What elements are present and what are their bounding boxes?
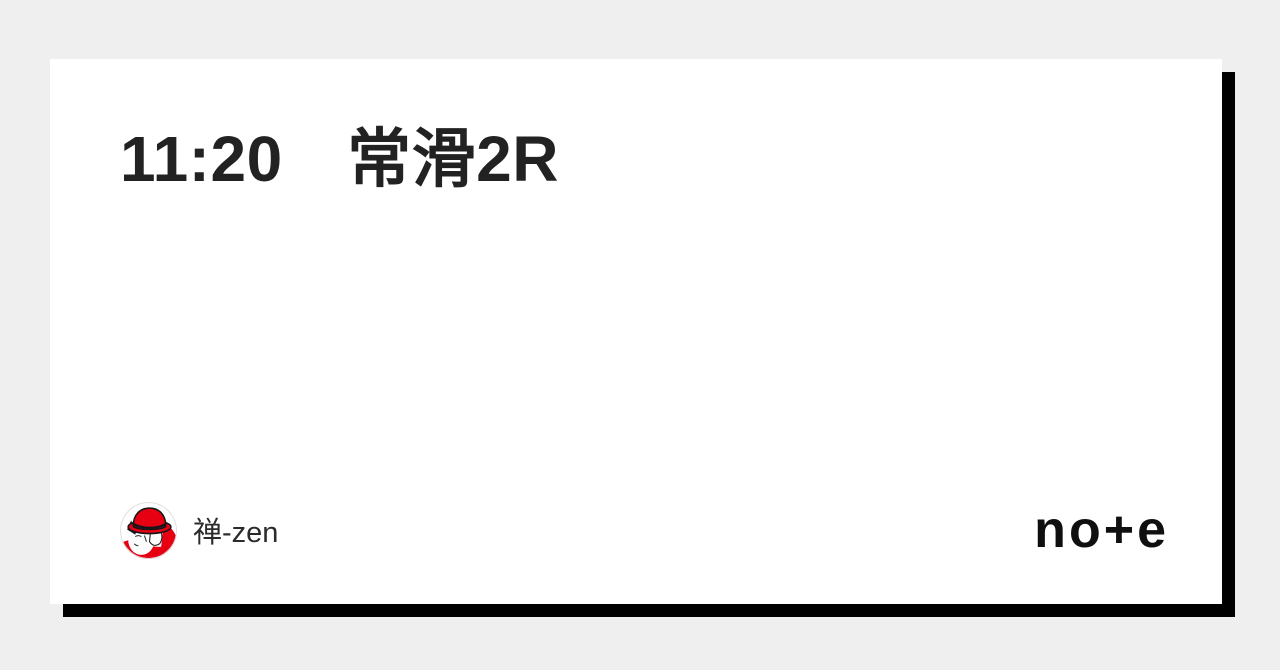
- article-title: 11:20 常滑2R: [120, 123, 559, 195]
- author: 禅-zen: [120, 501, 279, 559]
- article-card: 11:20 常滑2R: [50, 59, 1222, 604]
- note-logo-letter-e: e: [1137, 501, 1167, 559]
- note-logo: n o + e: [1034, 504, 1167, 556]
- author-avatar-icon: [120, 501, 177, 559]
- card-footer: 禅-zen n o + e: [120, 501, 1167, 559]
- note-logo-letter-n: n: [1034, 501, 1067, 559]
- author-name: 禅-zen: [193, 517, 279, 549]
- note-logo-plus-icon: +: [1103, 501, 1136, 559]
- note-logo-letter-o: o: [1068, 501, 1102, 559]
